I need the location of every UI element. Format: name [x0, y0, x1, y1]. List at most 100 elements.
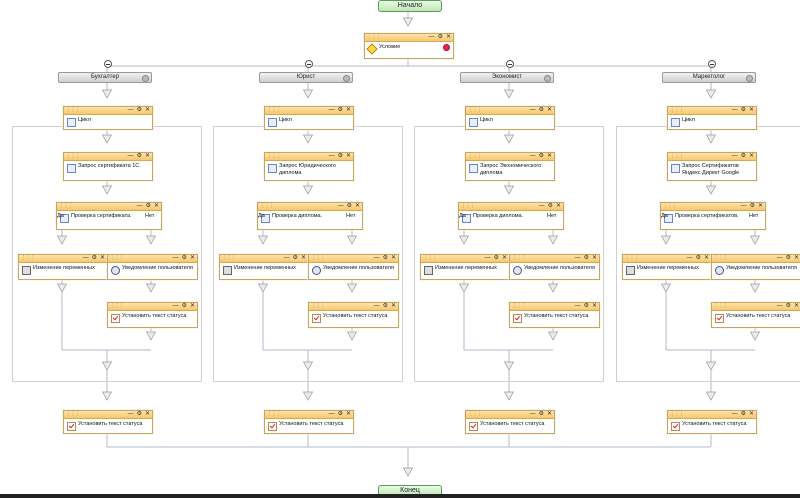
minimize-icon[interactable]: —	[337, 203, 344, 209]
notify-node[interactable]: ⋮⋮⋮—⚙✕Уведомление пользователя	[308, 254, 399, 280]
node-header[interactable]: ⋮⋮⋮—⚙✕	[64, 107, 152, 115]
drag-grip-icon[interactable]: ⋮⋮⋮	[267, 153, 281, 159]
branch-collapse-icon[interactable]	[104, 60, 112, 68]
cycle-node[interactable]: ⋮⋮⋮—⚙✕Цикл	[667, 106, 757, 130]
settings-icon[interactable]: ⚙	[382, 303, 388, 309]
set-status-outer-node[interactable]: ⋮⋮⋮—⚙✕Установить текст статуса	[465, 410, 555, 434]
close-icon[interactable]: ✕	[345, 107, 351, 113]
start-node[interactable]: Начало	[378, 0, 442, 12]
node-header[interactable]: ⋮⋮⋮—⚙✕	[668, 107, 756, 115]
minimize-icon[interactable]: —	[731, 153, 738, 159]
minimize-icon[interactable]: —	[731, 411, 738, 417]
node-header[interactable]: ⋮⋮⋮—⚙✕	[466, 107, 554, 115]
drag-grip-icon[interactable]: ⋮⋮⋮	[66, 153, 80, 159]
vars-node[interactable]: ⋮⋮⋮—⚙✕Изменение переменных	[622, 254, 712, 280]
settings-icon[interactable]: ⚙	[538, 153, 544, 159]
cycle-node[interactable]: ⋮⋮⋮—⚙✕Цикл	[63, 106, 153, 130]
drag-grip-icon[interactable]: ⋮⋮⋮	[512, 255, 526, 261]
settings-icon[interactable]: ⚙	[437, 34, 443, 40]
settings-icon[interactable]: ⚙	[292, 255, 298, 261]
settings-icon[interactable]: ⚙	[740, 411, 746, 417]
drag-grip-icon[interactable]: ⋮⋮⋮	[110, 255, 124, 261]
close-icon[interactable]: ✕	[390, 255, 396, 261]
settings-icon[interactable]: ⚙	[382, 255, 388, 261]
minimize-icon[interactable]: —	[574, 303, 581, 309]
drag-grip-icon[interactable]: ⋮⋮⋮	[66, 411, 80, 417]
minimize-icon[interactable]: —	[127, 153, 134, 159]
close-icon[interactable]: ✕	[144, 411, 150, 417]
drag-grip-icon[interactable]: ⋮⋮⋮	[663, 203, 677, 209]
set-status-outer-node[interactable]: ⋮⋮⋮—⚙✕Установить текст статуса	[63, 410, 153, 434]
set-status-inner-node[interactable]: ⋮⋮⋮—⚙✕Установить текст статуса	[711, 302, 800, 328]
node-header[interactable]: ⋮⋮⋮—⚙✕	[309, 303, 398, 311]
close-icon[interactable]: ✕	[345, 153, 351, 159]
settings-icon[interactable]: ⚙	[583, 303, 589, 309]
settings-icon[interactable]: ⚙	[740, 153, 746, 159]
minimize-icon[interactable]: —	[574, 255, 581, 261]
node-header[interactable]: ⋮⋮⋮—⚙✕	[661, 203, 765, 211]
node-header[interactable]: ⋮⋮⋮—⚙✕	[466, 153, 554, 161]
drag-grip-icon[interactable]: ⋮⋮⋮	[670, 107, 684, 113]
set-status-inner-node[interactable]: ⋮⋮⋮—⚙✕Установить текст статуса	[308, 302, 399, 328]
minimize-icon[interactable]: —	[328, 107, 335, 113]
check-node[interactable]: ⋮⋮⋮—⚙✕Проверка диплома.	[458, 202, 564, 230]
drag-grip-icon[interactable]: ⋮⋮⋮	[222, 255, 236, 261]
branch-collapse-icon[interactable]	[708, 60, 716, 68]
settings-icon[interactable]: ⚙	[785, 255, 791, 261]
vars-node[interactable]: ⋮⋮⋮—⚙✕Изменение переменных	[219, 254, 309, 280]
settings-icon[interactable]: ⚙	[547, 203, 553, 209]
drag-grip-icon[interactable]: ⋮⋮⋮	[311, 255, 325, 261]
set-status-inner-node[interactable]: ⋮⋮⋮—⚙✕Установить текст статуса	[509, 302, 600, 328]
node-header[interactable]: ⋮⋮⋮—⚙✕	[459, 203, 563, 211]
node-header[interactable]: ⋮⋮⋮ —⚙✕	[510, 303, 599, 311]
branch-collapse-icon[interactable]	[506, 60, 514, 68]
branch-header[interactable]: Экономист	[460, 72, 554, 83]
node-header[interactable]: ⋮⋮⋮—⚙✕	[108, 303, 197, 311]
drag-grip-icon[interactable]: ⋮⋮⋮	[423, 255, 437, 261]
minimize-icon[interactable]: —	[428, 34, 435, 40]
settings-icon[interactable]: ⚙	[538, 107, 544, 113]
node-header[interactable]: ⋮⋮⋮—⚙✕	[108, 255, 197, 263]
drag-grip-icon[interactable]: ⋮⋮⋮	[512, 303, 526, 309]
drag-grip-icon[interactable]: ⋮⋮⋮	[714, 255, 728, 261]
node-header[interactable]: ⋮⋮⋮—⚙✕	[623, 255, 711, 263]
minimize-icon[interactable]: —	[373, 255, 380, 261]
drag-grip-icon[interactable]: ⋮⋮⋮	[367, 34, 381, 40]
minimize-icon[interactable]: —	[373, 303, 380, 309]
request-node[interactable]: ⋮⋮⋮—⚙✕Запрос Юридического диплома	[264, 152, 354, 181]
drag-grip-icon[interactable]: ⋮⋮⋮	[468, 153, 482, 159]
drag-grip-icon[interactable]: ⋮⋮⋮	[468, 411, 482, 417]
vars-node[interactable]: ⋮⋮⋮—⚙✕Изменение переменных	[18, 254, 108, 280]
close-icon[interactable]: ✕	[591, 303, 597, 309]
close-icon[interactable]: ✕	[144, 107, 150, 113]
drag-grip-icon[interactable]: ⋮⋮⋮	[311, 303, 325, 309]
drag-grip-icon[interactable]: ⋮⋮⋮	[670, 411, 684, 417]
close-icon[interactable]: ✕	[144, 153, 150, 159]
close-icon[interactable]: ✕	[748, 107, 754, 113]
node-header[interactable]: ⋮⋮⋮—⚙✕	[668, 153, 756, 161]
drag-grip-icon[interactable]: ⋮⋮⋮	[110, 303, 124, 309]
minimize-icon[interactable]: —	[776, 303, 783, 309]
set-status-outer-node[interactable]: ⋮⋮⋮—⚙✕Установить текст статуса	[264, 410, 354, 434]
condition-node[interactable]: ⋮⋮⋮—⚙✕Условие	[364, 33, 454, 59]
drag-grip-icon[interactable]: ⋮⋮⋮	[267, 411, 281, 417]
check-node[interactable]: ⋮⋮⋮—⚙✕Проверка сертификата.	[56, 202, 162, 230]
close-icon[interactable]: ✕	[757, 203, 763, 209]
close-icon[interactable]: ✕	[345, 411, 351, 417]
close-icon[interactable]: ✕	[748, 411, 754, 417]
minimize-icon[interactable]: —	[484, 255, 491, 261]
notify-node[interactable]: ⋮⋮⋮—⚙✕Уведомление пользователя	[711, 254, 800, 280]
settings-icon[interactable]: ⚙	[740, 107, 746, 113]
close-icon[interactable]: ✕	[546, 153, 552, 159]
node-header[interactable]: ⋮⋮⋮—⚙✕	[64, 411, 152, 419]
node-header[interactable]: ⋮⋮⋮—⚙✕	[64, 153, 152, 161]
vars-node[interactable]: ⋮⋮⋮—⚙✕Изменение переменных	[420, 254, 510, 280]
set-status-inner-node[interactable]: ⋮⋮⋮—⚙✕Установить текст статуса	[107, 302, 198, 328]
minimize-icon[interactable]: —	[172, 303, 179, 309]
set-status-outer-node[interactable]: ⋮⋮⋮—⚙✕Установить текст статуса	[667, 410, 757, 434]
branch-header[interactable]: Маркетолог	[662, 72, 756, 83]
drag-grip-icon[interactable]: ⋮⋮⋮	[59, 203, 73, 209]
close-icon[interactable]: ✕	[555, 203, 561, 209]
minimize-icon[interactable]: —	[82, 255, 89, 261]
settings-icon[interactable]: ⚙	[337, 411, 343, 417]
